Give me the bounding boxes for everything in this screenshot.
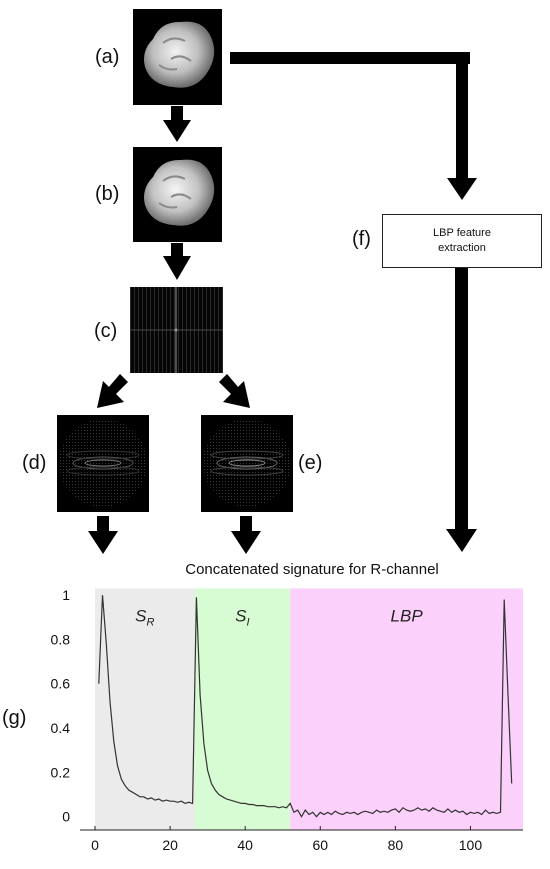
panel-label-a: (a) [95,46,120,68]
arrow-a-to-f [230,52,477,200]
region-label: SI [235,607,249,629]
panel-label-d: (d) [22,452,47,474]
lesion-graphic [144,21,215,88]
real-part-graphic [59,419,147,507]
preprocessed-image [133,147,222,242]
arrow-d-down [88,516,118,554]
panel-label-e: (e) [298,452,323,474]
chart-regions [95,588,523,830]
panel-label-c: (c) [94,320,118,342]
x-tick-label: 80 [388,837,404,853]
y-tick-label: 0.8 [51,631,71,647]
x-tick-label: 20 [162,837,178,853]
spectrum-graphic [130,287,223,373]
chart-series [98,595,513,818]
x-tick-label: 40 [237,837,253,853]
flow-arrows [88,52,477,554]
original-image [133,9,222,105]
imaginary-part-graphic [203,419,291,507]
y-tick-label: 0 [62,809,70,825]
y-tick-label: 0.2 [51,764,71,780]
arrow-b-to-c [163,243,191,280]
y-tick-label: 0.4 [51,720,71,736]
signature-line [98,595,513,818]
lesion-graphic [144,159,215,226]
chart-region-labels: SR SI LBP [135,607,423,629]
x-tick-label: 60 [312,837,328,853]
region-si [194,588,291,830]
panel-label-g: (g) [2,707,27,729]
region-sr [95,588,195,830]
x-tick-label: 0 [91,837,99,853]
arrow-f-to-g [446,268,477,552]
lbp-box-line2: extraction [438,242,486,254]
arrow-c-to-e [219,374,250,408]
region-label: LBP [391,607,424,626]
fourier-spectrum-image [130,287,223,373]
real-part-image [57,415,149,512]
arrow-c-to-d [97,374,128,408]
chart-title: Concatenated signature for R-channel [185,561,439,578]
region-lbp [290,588,523,830]
y-tick-label: 1 [62,587,70,603]
imaginary-part-image [201,415,293,512]
panel-label-b: (b) [95,183,120,205]
panel-label-f: (f) [352,228,371,250]
lbp-box-line1: LBP feature [433,227,491,239]
signature-chart: Concatenated signature for R-channel 0 20… [51,561,523,853]
x-tick-label: 100 [459,837,483,853]
y-tick-label: 0.6 [51,676,71,692]
region-label: SR [135,607,154,629]
arrow-a-to-b [163,106,191,142]
arrow-e-down [231,516,261,554]
chart-axes: 0 20 40 60 80 100 0 0.2 0.4 0.6 0.8 1 [51,587,523,853]
lbp-feature-extraction-box: LBP feature extraction [382,214,542,268]
